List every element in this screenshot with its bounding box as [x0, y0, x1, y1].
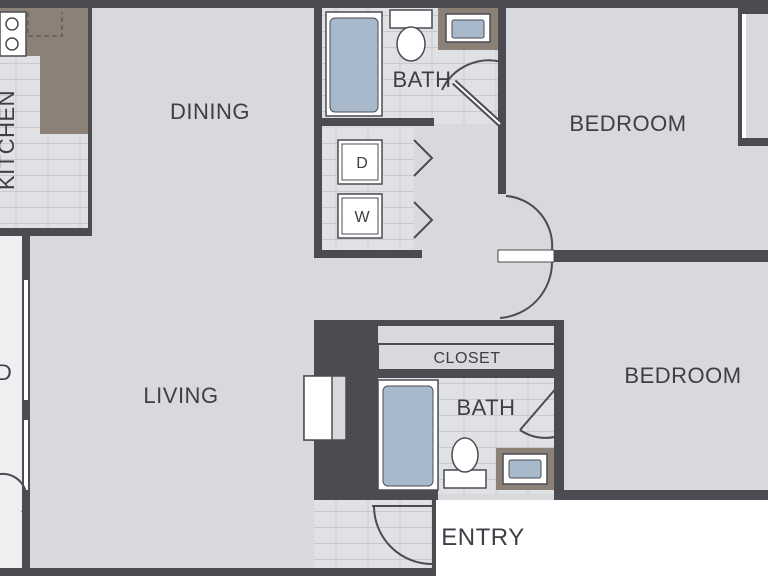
sink-upper-basin: [451, 19, 485, 39]
window-right: [742, 14, 746, 138]
window-left-lower: [24, 420, 28, 490]
washer-icon: [337, 193, 383, 239]
bathtub-lower-basin: [382, 385, 434, 487]
burner-icon: [5, 37, 19, 51]
dryer-icon: [337, 139, 383, 185]
closet-shelf: [377, 343, 557, 371]
entry-outside: [436, 500, 768, 576]
fireplace-hearth: [303, 375, 333, 441]
room-label-bath-upper: BATH: [392, 67, 451, 92]
washer-inner: [341, 197, 379, 235]
room-label-bath-lower: BATH: [456, 395, 515, 420]
toilet-bowl-icon: [396, 26, 426, 62]
bathtub-upper-basin: [329, 17, 379, 113]
partial-room-left: [0, 236, 22, 568]
dryer-label: D: [356, 155, 368, 172]
toilet-tank-icon: [389, 9, 433, 29]
room-label-partial-left: D: [0, 360, 12, 385]
dryer-inner: [341, 143, 379, 181]
burner-icon: [5, 17, 19, 31]
sink-outline-icon: [27, 12, 63, 37]
room-label-living: LIVING: [143, 383, 218, 408]
room-label-entry: ENTRY: [441, 524, 524, 551]
room-label-dining: DINING: [170, 99, 250, 124]
window-left: [24, 280, 28, 400]
doors: [0, 59, 559, 565]
washer-label: W: [354, 209, 370, 226]
room-label-closet: CLOSET: [433, 350, 500, 367]
toilet-bowl-icon: [451, 437, 479, 473]
sink-lower-basin: [508, 459, 542, 479]
stove-icon: [0, 11, 27, 57]
room-label-kitchen: KITCHEN: [0, 90, 19, 190]
room-label-bedroom-upper: BEDROOM: [569, 111, 686, 136]
room-label-bedroom-lower: BEDROOM: [624, 363, 741, 388]
